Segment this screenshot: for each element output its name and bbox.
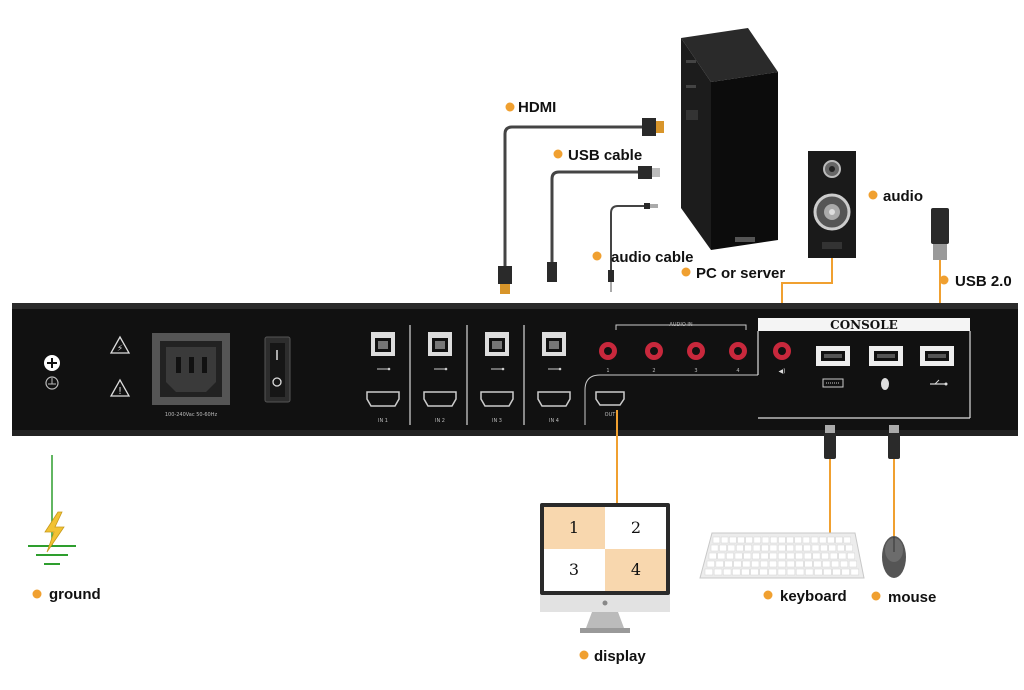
usb-a-port-icon[interactable] xyxy=(816,346,850,366)
callout-label: USB cable xyxy=(568,147,642,164)
callout-audio: audio xyxy=(868,188,923,205)
audio-in-port-label: 4 xyxy=(736,368,739,374)
usb-a-port-icon[interactable] xyxy=(869,346,903,366)
callout-keyboard: keyboard xyxy=(763,588,847,605)
callout-label: ground xyxy=(49,586,101,603)
input-port-group: IN 4 xyxy=(537,332,571,424)
usb-b-port-icon[interactable] xyxy=(542,332,566,356)
audio-in-port[interactable]: 2 xyxy=(645,342,663,374)
monitor-quadrant-number: 1 xyxy=(569,518,579,537)
usb-b-port-icon[interactable] xyxy=(371,332,395,356)
console-title: CONSOLE xyxy=(830,318,898,332)
svg-text:◀): ◀) xyxy=(779,368,786,375)
mouse-plug xyxy=(888,425,900,538)
bullet-icon xyxy=(871,591,881,601)
power-switch-icon[interactable] xyxy=(264,336,291,403)
ground-screw-icon xyxy=(44,355,60,390)
usb-symbol-icon xyxy=(930,379,948,386)
monitor-quadrant-number: 2 xyxy=(631,518,641,537)
hdmi-port-icon[interactable] xyxy=(480,391,514,407)
input-port-group: IN 1 xyxy=(366,332,400,424)
hdmi-out-port[interactable] xyxy=(595,391,625,406)
callout-display: display xyxy=(579,648,646,665)
hdmi-port-icon[interactable] xyxy=(366,391,400,407)
bullet-icon xyxy=(32,589,42,599)
bullet-icon xyxy=(553,149,563,159)
audio-in-port-label: 1 xyxy=(606,368,609,374)
keyboard-icon xyxy=(699,532,865,579)
power-socket-icon xyxy=(152,333,230,405)
mouse-small-icon xyxy=(881,378,889,390)
input-port-label: IN 1 xyxy=(378,418,388,424)
callout-pc-or-server: PC or server xyxy=(681,265,785,282)
out-port-label: OUT xyxy=(605,412,617,418)
audio-in-port[interactable]: 4 xyxy=(729,342,747,374)
callout-label: keyboard xyxy=(780,588,847,605)
input-port-group: IN 3 xyxy=(480,332,514,424)
callout-label: USB 2.0 xyxy=(955,273,1012,290)
console-header xyxy=(758,318,970,331)
usb-b-port-icon[interactable] xyxy=(428,332,452,356)
usb-a-port-icon[interactable] xyxy=(920,346,954,366)
power-rating-label: 100-240Vac 50-60Hz xyxy=(165,412,218,418)
warning-icon: ⚡ ! xyxy=(109,335,131,397)
monitor-quadrant-number: 3 xyxy=(569,560,579,579)
bullet-icon xyxy=(763,590,773,600)
callout-hdmi: HDMI xyxy=(505,99,556,116)
audio-in-port-label: 3 xyxy=(694,368,697,374)
bullet-icon xyxy=(681,267,691,277)
input-port-group: IN 2 xyxy=(423,332,457,424)
hdmi-port-icon[interactable] xyxy=(537,391,571,407)
callout-mouse: mouse xyxy=(871,589,936,606)
callout-label: audio cable xyxy=(611,249,694,266)
callout-usb-2: USB 2.0 xyxy=(939,273,1012,290)
mouse-icon xyxy=(882,536,906,578)
ground-symbol-icon xyxy=(28,455,76,565)
monitor-icon xyxy=(540,503,670,633)
monitor-quadrant-number: 4 xyxy=(631,560,641,579)
callout-ground: ground xyxy=(32,586,101,603)
bullet-icon xyxy=(592,251,602,261)
callout-usb-cable: USB cable xyxy=(553,147,642,164)
input-port-label: IN 3 xyxy=(492,418,502,424)
usb-cable xyxy=(547,166,660,282)
callout-label: HDMI xyxy=(518,99,556,116)
svg-text:!: ! xyxy=(118,386,122,397)
keyboard-plug xyxy=(824,425,836,535)
bullet-icon xyxy=(868,190,878,200)
speaker-icon xyxy=(808,151,856,258)
usb-b-port-icon[interactable] xyxy=(485,332,509,356)
audio-in-title: AUDIO IN xyxy=(669,322,692,328)
svg-text:⚡: ⚡ xyxy=(117,344,123,354)
input-port-label: IN 4 xyxy=(549,418,559,424)
bullet-icon xyxy=(505,102,515,112)
audio-in-port[interactable]: 3 xyxy=(687,342,705,374)
callout-label: mouse xyxy=(888,589,936,606)
callout-label: audio xyxy=(883,188,923,205)
bullet-icon xyxy=(939,275,949,285)
hdmi-port-icon[interactable] xyxy=(423,391,457,407)
hdmi-cable xyxy=(498,118,664,294)
callout-label: display xyxy=(594,648,646,665)
callout-audio-cable: audio cable xyxy=(592,249,694,266)
audio-in-port[interactable]: 1 xyxy=(599,342,617,374)
pc-tower-icon xyxy=(681,28,778,250)
keyboard-small-icon xyxy=(822,378,844,388)
callout-label: PC or server xyxy=(696,265,785,282)
bullet-icon xyxy=(579,650,589,660)
audio-in-port-label: 2 xyxy=(652,368,655,374)
audio-cable xyxy=(608,203,658,292)
console-audio-port[interactable]: ◀) xyxy=(773,342,791,375)
input-port-label: IN 2 xyxy=(435,418,445,424)
